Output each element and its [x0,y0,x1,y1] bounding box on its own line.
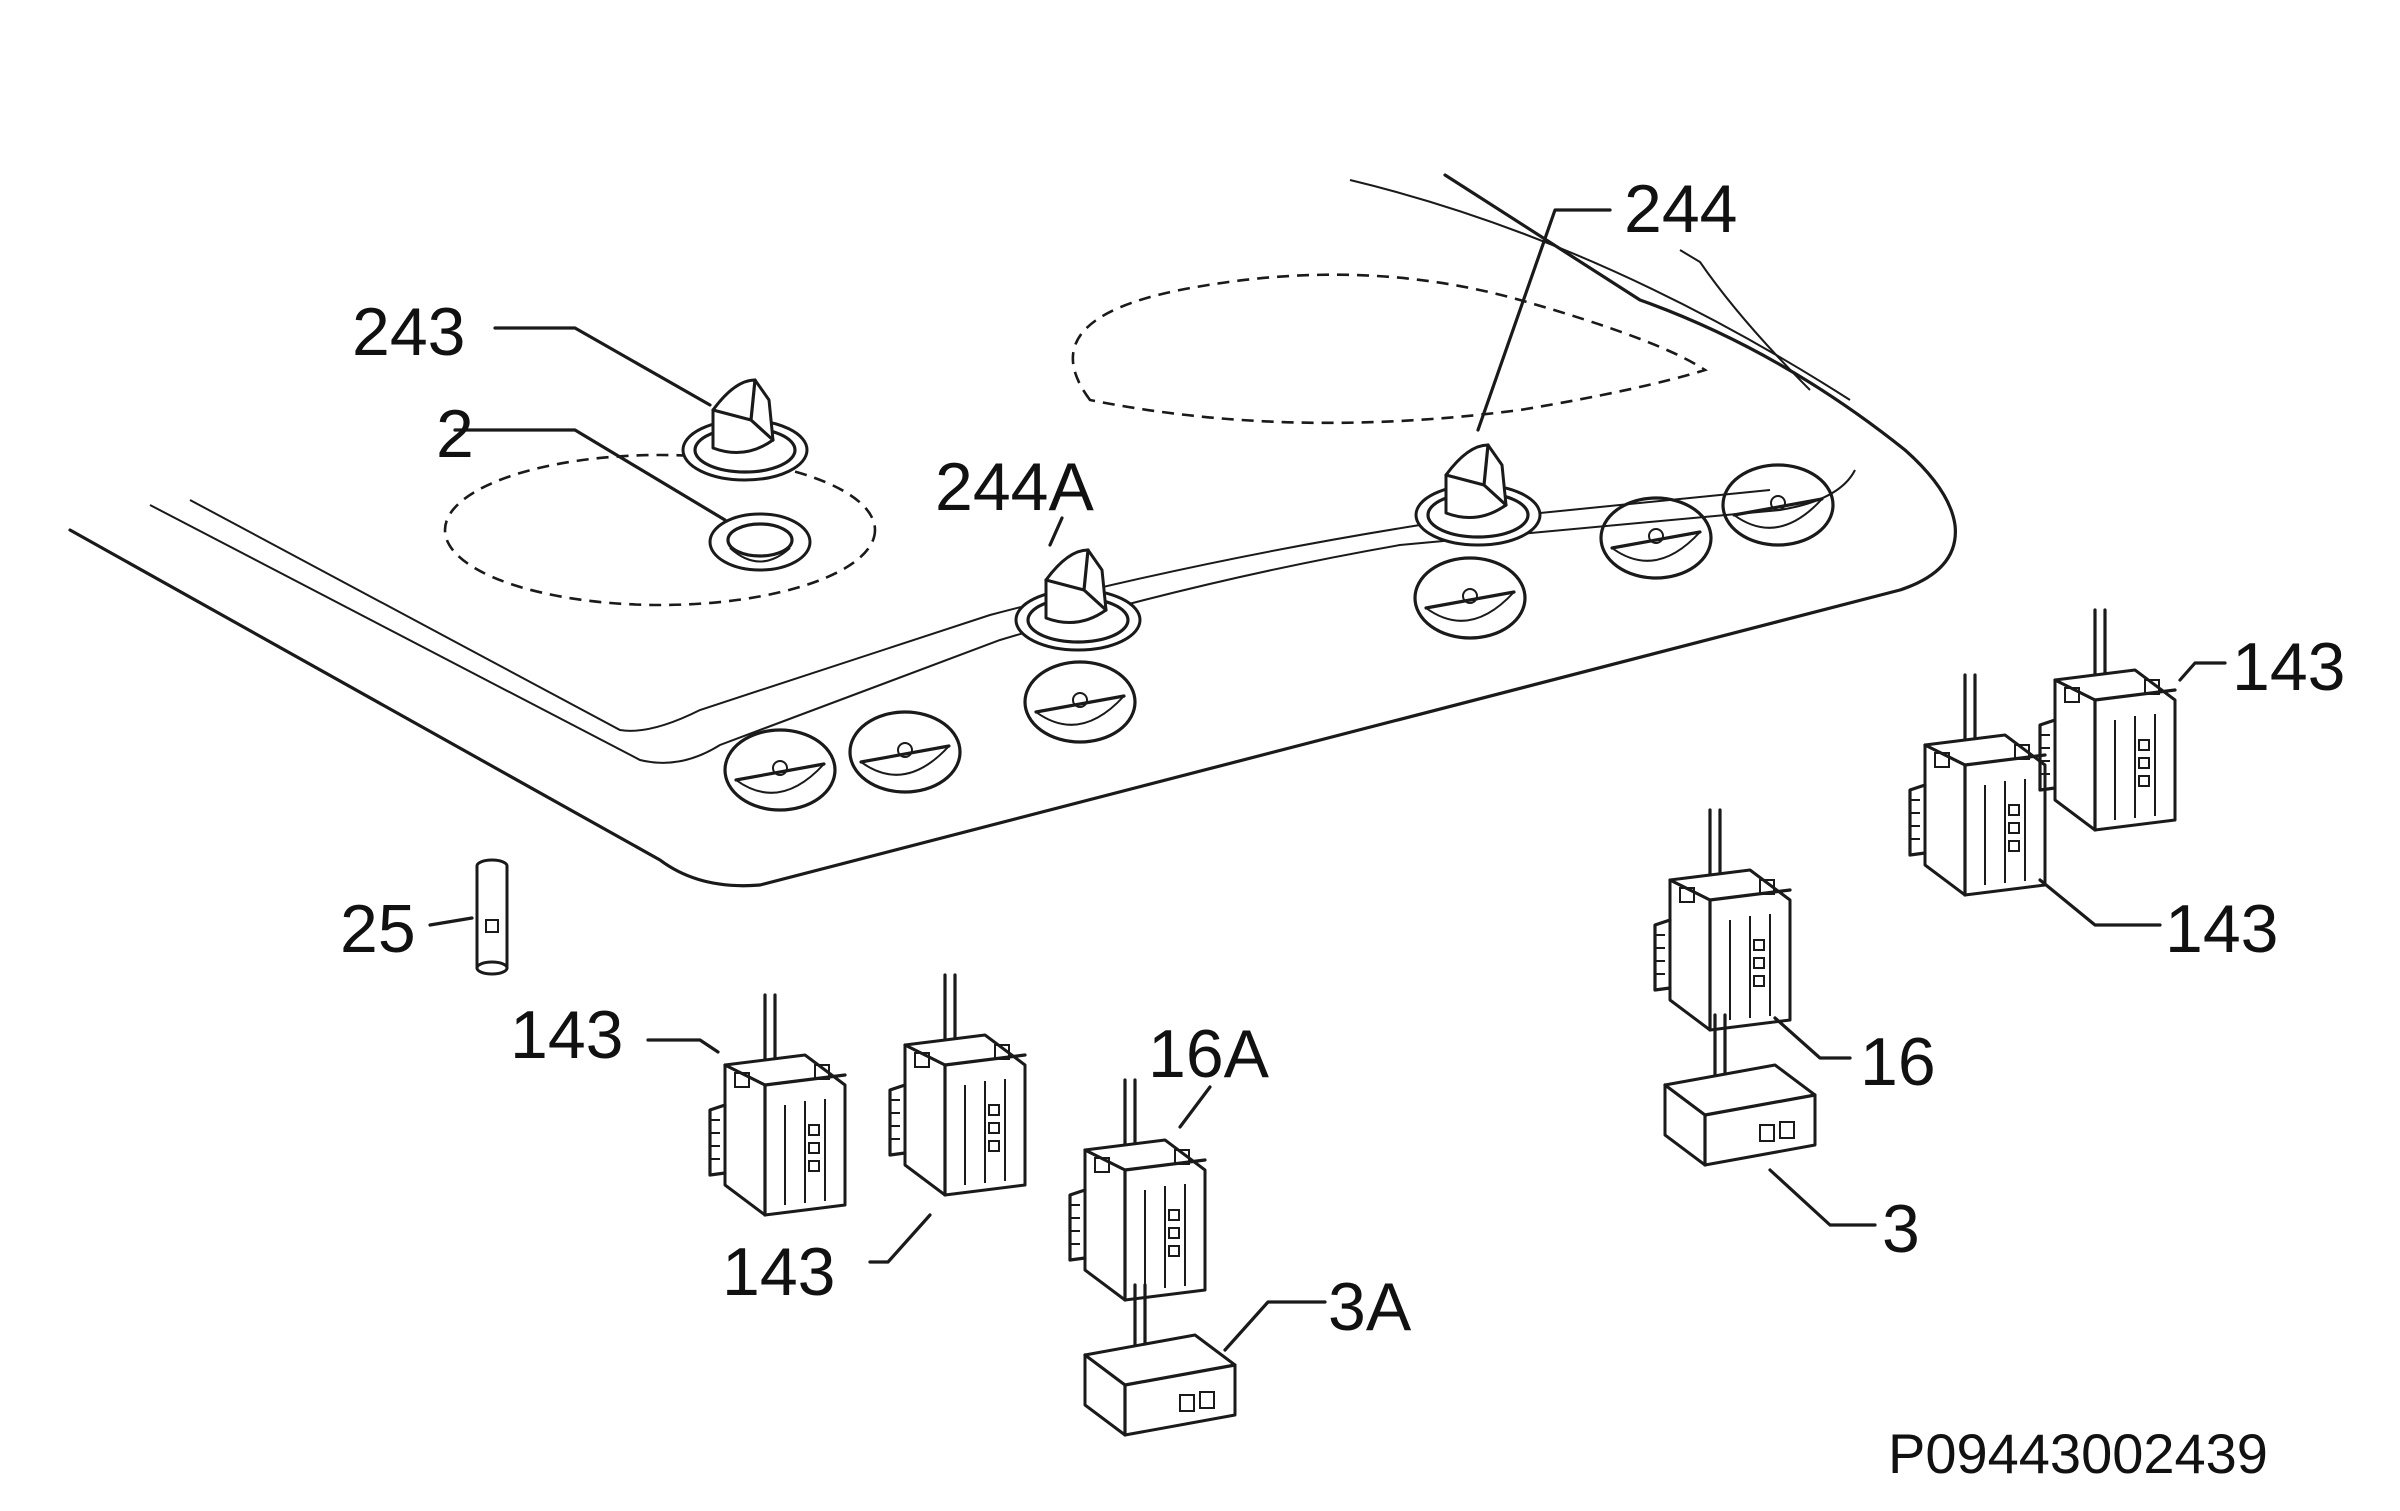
knob-244A [1014,548,1142,652]
switch-16A [1068,1078,1207,1302]
label-3: 3 [1882,1191,1920,1267]
switch-143-right-b [2038,608,2177,832]
drawing-code: P09443002439 [1888,1422,2268,1485]
switch-16 [1653,808,1792,1032]
label-143-left-top: 143 [510,997,623,1073]
label-25: 25 [340,891,416,967]
label-244A: 244A [935,449,1094,525]
label-16: 16 [1860,1024,1936,1100]
switch-143-right-a [1908,673,2047,897]
box-3 [1663,1013,1817,1167]
switch-143-left-a [708,993,847,1217]
control-panel [68,173,1957,888]
label-16A: 16A [1148,1016,1270,1092]
knob-244 [1414,443,1542,547]
label-244: 244 [1624,171,1737,247]
label-2: 2 [436,396,474,472]
pin-part-25 [475,858,509,976]
label-3A: 3A [1328,1269,1412,1345]
label-143-right-bottom: 143 [2165,891,2278,967]
label-243: 243 [352,294,465,370]
box-3A [1083,1283,1237,1437]
switch-143-left-b [888,973,1027,1197]
leader-lines [428,208,2227,1352]
ring-part-2 [708,512,812,572]
panel-recesses [723,463,1835,812]
label-143-right-top: 143 [2232,629,2345,705]
knob-243 [681,378,809,482]
label-143-left-bottom: 143 [722,1234,835,1310]
